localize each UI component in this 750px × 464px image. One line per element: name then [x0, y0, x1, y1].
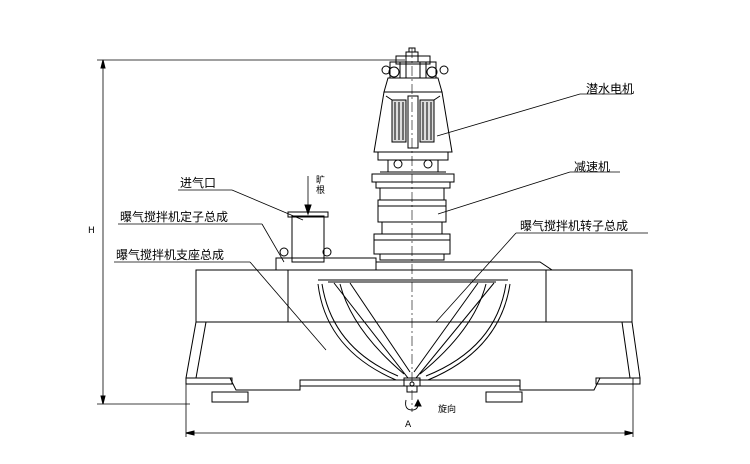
motor-label: 潜水电机	[586, 82, 635, 96]
support-label: 曝气搅拌机支座总成	[116, 248, 225, 262]
leader-lines	[114, 94, 648, 350]
air-direction-annotation: 旷根	[316, 176, 326, 196]
rotor-assembly	[318, 280, 510, 392]
width-dimension	[186, 378, 633, 437]
height-dimension	[97, 60, 405, 404]
air-inlet-label: 进气口	[180, 176, 217, 190]
submersible-motor	[374, 48, 452, 172]
reducer-label: 减速机	[574, 160, 611, 174]
rotor-label: 曝气搅拌机转子总成	[520, 219, 629, 233]
reducer	[372, 174, 454, 260]
rotation-annotation: 旋向	[438, 405, 457, 415]
height-dimension-label: H	[88, 226, 95, 236]
air-inlet-pipe	[280, 176, 331, 262]
rotation-arrow	[406, 400, 421, 410]
width-dimension-label: A	[405, 420, 412, 430]
stator-label: 曝气搅拌机定子总成	[120, 210, 229, 224]
